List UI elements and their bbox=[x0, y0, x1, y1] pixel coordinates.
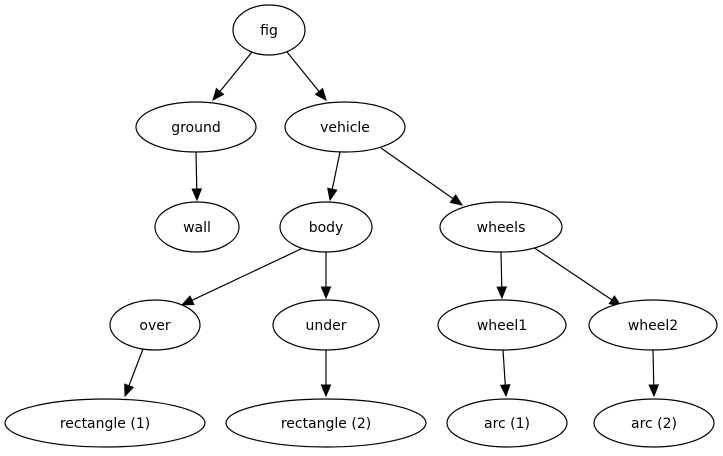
edge-line bbox=[502, 349, 506, 386]
edge-arrowhead-icon bbox=[449, 194, 464, 206]
node-ellipse[interactable] bbox=[4, 398, 206, 448]
graph-node-ground[interactable]: ground bbox=[135, 101, 257, 153]
graph-edge bbox=[286, 51, 327, 102]
node-ellipse[interactable] bbox=[135, 101, 257, 153]
graph-node-arc1[interactable]: arc (1) bbox=[446, 398, 568, 448]
graph-node-under[interactable]: under bbox=[272, 299, 380, 351]
edge-arrowhead-icon bbox=[327, 187, 338, 202]
graph-edge bbox=[532, 246, 623, 307]
edge-arrowhead-icon bbox=[191, 188, 203, 202]
graph-node-wheels[interactable]: wheels bbox=[439, 201, 563, 253]
graph-node-rectangle2[interactable]: rectangle (2) bbox=[225, 398, 427, 448]
graph-edge bbox=[380, 147, 464, 206]
node-ellipse[interactable] bbox=[279, 201, 373, 253]
edge-line bbox=[286, 51, 320, 92]
edge-arrowhead-icon bbox=[496, 286, 508, 300]
node-ellipse[interactable] bbox=[446, 398, 568, 448]
graph-edge bbox=[320, 252, 332, 300]
graph-edge bbox=[212, 51, 253, 102]
edge-arrowhead-icon bbox=[180, 295, 195, 306]
graph-edge bbox=[496, 251, 508, 300]
edge-line bbox=[500, 251, 503, 288]
node-ellipse[interactable] bbox=[109, 299, 201, 351]
edge-line bbox=[191, 247, 304, 301]
node-ellipse[interactable] bbox=[284, 101, 406, 153]
edge-arrowhead-icon bbox=[314, 87, 327, 102]
edge-line bbox=[532, 246, 613, 301]
graph-edge bbox=[191, 151, 203, 202]
graph-node-vehicle[interactable]: vehicle bbox=[284, 101, 406, 153]
graph-edge bbox=[180, 247, 304, 306]
edge-arrowhead-icon bbox=[124, 383, 135, 398]
graph-edge bbox=[327, 151, 341, 202]
node-ellipse[interactable] bbox=[272, 299, 380, 351]
edge-arrowhead-icon bbox=[320, 286, 332, 300]
edge-line bbox=[195, 151, 198, 190]
edge-line bbox=[331, 151, 341, 190]
graph-node-wheel1[interactable]: wheel1 bbox=[437, 299, 567, 351]
edge-line bbox=[380, 147, 454, 200]
node-ellipse[interactable] bbox=[437, 299, 567, 351]
node-ellipse[interactable] bbox=[593, 398, 715, 448]
edge-arrowhead-icon bbox=[212, 87, 225, 102]
edge-arrowhead-icon bbox=[648, 384, 660, 398]
nodes-layer: fig ground vehicle wall body wheels over under w… bbox=[4, 4, 718, 448]
node-ellipse[interactable] bbox=[439, 201, 563, 253]
edge-line bbox=[128, 348, 144, 386]
graph-edge bbox=[320, 350, 332, 398]
graph-edge bbox=[499, 349, 511, 398]
graph-node-wall[interactable]: wall bbox=[154, 201, 240, 253]
node-ellipse[interactable] bbox=[588, 299, 718, 351]
node-ellipse[interactable] bbox=[232, 4, 306, 56]
edge-line bbox=[219, 51, 253, 92]
graph-node-over[interactable]: over bbox=[109, 299, 201, 351]
node-ellipse[interactable] bbox=[225, 398, 427, 448]
graph-edge bbox=[124, 348, 144, 398]
graph-node-wheel2[interactable]: wheel2 bbox=[588, 299, 718, 351]
edge-arrowhead-icon bbox=[499, 384, 511, 398]
edges-layer bbox=[124, 51, 660, 398]
edge-line bbox=[652, 349, 655, 386]
edge-arrowhead-icon bbox=[320, 384, 332, 398]
graph-node-rectangle1[interactable]: rectangle (1) bbox=[4, 398, 206, 448]
node-ellipse[interactable] bbox=[154, 201, 240, 253]
graph-node-fig[interactable]: fig bbox=[232, 4, 306, 56]
graph-node-arc2[interactable]: arc (2) bbox=[593, 398, 715, 448]
graph-edge bbox=[648, 349, 660, 398]
graph-node-body[interactable]: body bbox=[279, 201, 373, 253]
